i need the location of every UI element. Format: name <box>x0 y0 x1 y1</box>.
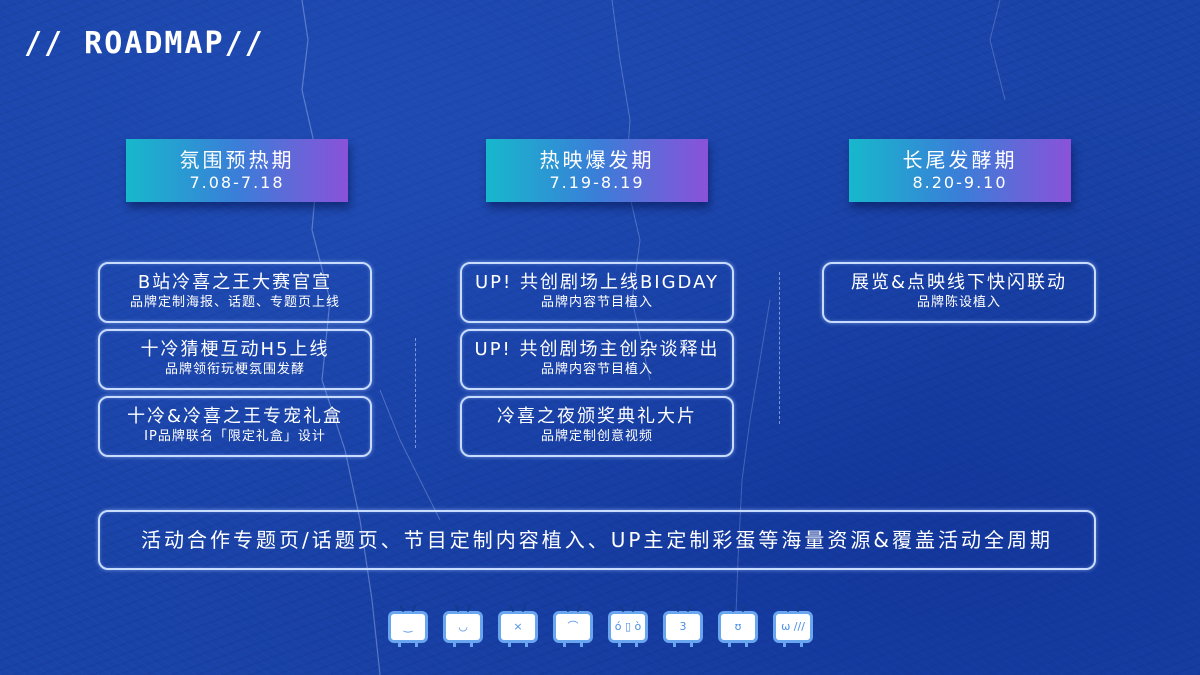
card-subtitle: 品牌内容节目植入 <box>540 295 653 310</box>
card-subtitle: 品牌定制海报、话题、专题页上线 <box>129 295 340 310</box>
phase-dates: 7.08-7.18 <box>189 173 285 192</box>
mascot-row: ‿ ◡ × ⌒ ó ▯ ò 3 ʊ ω /// <box>388 604 813 647</box>
card-title: 十冷&冷喜之王专宠礼盒 <box>126 406 344 427</box>
mascot-surprised-icon: ó ▯ ò <box>608 604 648 647</box>
card-title: UP! 共创剧场主创杂谈释出 <box>474 339 720 360</box>
column-divider <box>779 272 780 424</box>
card-subtitle: 品牌定制创意视频 <box>540 429 653 444</box>
phase-header-warmup: 氛围预热期 7.08-7.18 <box>126 139 348 202</box>
page-title: // ROADMAP// <box>24 26 265 61</box>
mascot-smile-icon: ‿ <box>388 604 428 647</box>
phase-header-peak: 热映爆发期 7.19-8.19 <box>486 139 708 202</box>
card-subtitle: 品牌陈设植入 <box>916 295 1001 310</box>
roadmap-card: UP! 共创剧场主创杂谈释出 品牌内容节目植入 <box>460 329 734 390</box>
mascot-tongue-icon: ʊ <box>718 604 758 647</box>
phase-name: 热映爆发期 <box>539 148 655 172</box>
card-title: B站冷喜之王大赛官宣 <box>137 272 333 293</box>
mascot-frown-icon: ⌒ <box>553 604 593 647</box>
roadmap-card: 冷喜之夜颁奖典礼大片 品牌定制创意视频 <box>460 396 734 457</box>
card-subtitle: IP品牌联名「限定礼盒」设计 <box>144 429 326 444</box>
roadmap-card: B站冷喜之王大赛官宣 品牌定制海报、话题、专题页上线 <box>98 262 372 323</box>
phase-name: 长尾发酵期 <box>902 148 1018 172</box>
card-title: UP! 共创剧场上线BIGDAY <box>474 272 720 293</box>
phase-name: 氛围预热期 <box>179 148 295 172</box>
card-subtitle: 品牌内容节目植入 <box>540 362 653 377</box>
card-title: 冷喜之夜颁奖典礼大片 <box>497 406 697 427</box>
mascot-embarrassed-icon: ω /// <box>773 604 813 647</box>
roadmap-card: 展览&点映线下快闪联动 品牌陈设植入 <box>822 262 1096 323</box>
roadmap-card: 十冷&冷喜之王专宠礼盒 IP品牌联名「限定礼盒」设计 <box>98 396 372 457</box>
campaign-summary-bar: 活动合作专题页/话题页、节目定制内容植入、UP主定制彩蛋等海量资源&覆盖活动全周… <box>98 510 1096 570</box>
phase-dates: 8.20-9.10 <box>912 173 1008 192</box>
mascot-drool-icon: ◡ <box>443 604 483 647</box>
mascot-dizzy-icon: × <box>498 604 538 647</box>
roadmap-card: 十冷猜梗互动H5上线 品牌领衔玩梗氛围发酵 <box>98 329 372 390</box>
column-divider <box>415 338 416 448</box>
card-title: 十冷猜梗互动H5上线 <box>140 339 330 360</box>
phase-header-longtail: 长尾发酵期 8.20-9.10 <box>849 139 1071 202</box>
card-subtitle: 品牌领衔玩梗氛围发酵 <box>164 362 305 377</box>
roadmap-card: UP! 共创剧场上线BIGDAY 品牌内容节目植入 <box>460 262 734 323</box>
mascot-kiss-icon: 3 <box>663 604 703 647</box>
card-title: 展览&点映线下快闪联动 <box>850 272 1068 293</box>
phase-dates: 7.19-8.19 <box>549 173 645 192</box>
